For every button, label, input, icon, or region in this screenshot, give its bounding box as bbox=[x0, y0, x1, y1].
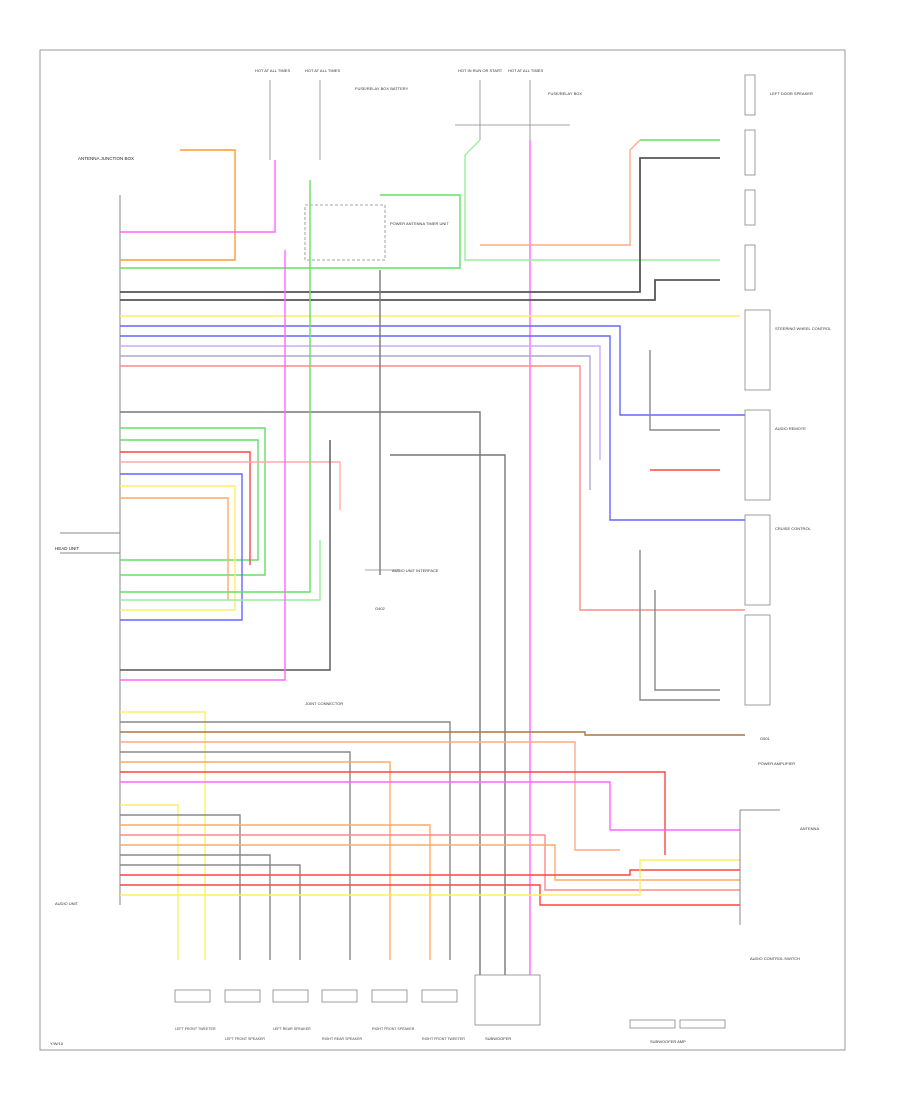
speaker-label-3: LEFT REAR SPEAKER bbox=[273, 1027, 311, 1031]
corner-code: Y/W/10 bbox=[50, 1041, 64, 1046]
right-box-label: AUDIO CONTROL SWITCH bbox=[750, 956, 800, 961]
speakers: LEFT FRONT TWEETER LEFT FRONT SPEAKER LE… bbox=[174, 989, 465, 1041]
fuse-right-2: HOT AT ALL TIMES bbox=[508, 68, 543, 73]
fuse-right-note: FUSE/RELAY BOX bbox=[548, 91, 582, 96]
subwoofer: SUBWOOFER bbox=[474, 974, 541, 1041]
speaker-label-4: RIGHT REAR SPEAKER bbox=[322, 1037, 362, 1041]
audio-control-switch: AUDIO CONTROL SWITCH bbox=[739, 809, 800, 961]
speaker-box-2 bbox=[224, 989, 261, 1003]
relay-box-label: POWER ANTENNA TIMER UNIT bbox=[390, 221, 449, 226]
amp-left-label: AUDIO UNIT bbox=[55, 901, 79, 906]
speaker-label-5: RIGHT FRONT SPEAKER bbox=[372, 1027, 415, 1031]
bottom-right-label: SUBWOOFER AMP bbox=[650, 1039, 686, 1044]
right-sw-1: LEFT DOOR SPEAKER bbox=[770, 91, 813, 96]
side-note: ANTENNA bbox=[800, 826, 819, 831]
fuse-mid-label: HOT AT ALL TIMES bbox=[305, 68, 340, 73]
fuse-right-1: HOT IN RUN OR START bbox=[458, 68, 503, 73]
speaker-box-4 bbox=[321, 989, 358, 1003]
fuse-left-label: HOT AT ALL TIMES bbox=[255, 68, 290, 73]
head-unit-connector: HEAD UNIT bbox=[55, 195, 121, 905]
left-conn-label: HEAD UNIT bbox=[55, 546, 80, 551]
speaker-box-3 bbox=[272, 989, 309, 1003]
connector-mid: AUDIO UNIT INTERFACE bbox=[392, 568, 439, 573]
antenna-timer-unit: POWER ANTENNA TIMER UNIT bbox=[304, 204, 449, 261]
speaker-box-1 bbox=[174, 989, 211, 1003]
right-sw-3: AUDIO REMOTE bbox=[775, 426, 806, 431]
right-switch-column: LEFT DOOR SPEAKER STEERING WHEEL CONTROL… bbox=[744, 74, 832, 766]
diagram-frame bbox=[39, 49, 846, 1051]
antenna-label: ANTENNA JUNCTION BOX bbox=[78, 156, 134, 161]
power-right: POWER AMPLIFIER bbox=[758, 761, 795, 766]
right-sw-2: STEERING WHEEL CONTROL bbox=[775, 326, 832, 331]
fuse-mid-note: FUSE/RELAY BOX BATTERY bbox=[355, 86, 409, 91]
fuse-box-top: HOT AT ALL TIMES HOT AT ALL TIMES FUSE/R… bbox=[255, 68, 582, 160]
speaker-box-6 bbox=[421, 989, 458, 1003]
center-ground: G402 AUDIO UNIT INTERFACE JOINT CONNECTO… bbox=[305, 568, 439, 706]
speaker-box-5 bbox=[371, 989, 408, 1003]
wires bbox=[120, 139, 745, 975]
ground-mid: G402 bbox=[375, 606, 386, 611]
speaker-label-1: LEFT FRONT TWEETER bbox=[175, 1027, 216, 1031]
speaker-label-6: RIGHT FRONT TWEETER bbox=[422, 1037, 465, 1041]
right-sw-4: CRUISE CONTROL bbox=[775, 526, 812, 531]
speaker-label-2: LEFT FRONT SPEAKER bbox=[225, 1037, 265, 1041]
ground-right: G501 bbox=[760, 736, 771, 741]
subwoofer-amp: SUBWOOFER AMP bbox=[629, 1019, 726, 1044]
center-junction: JOINT CONNECTOR bbox=[305, 701, 343, 706]
bottom-mid-label: SUBWOOFER bbox=[485, 1036, 511, 1041]
